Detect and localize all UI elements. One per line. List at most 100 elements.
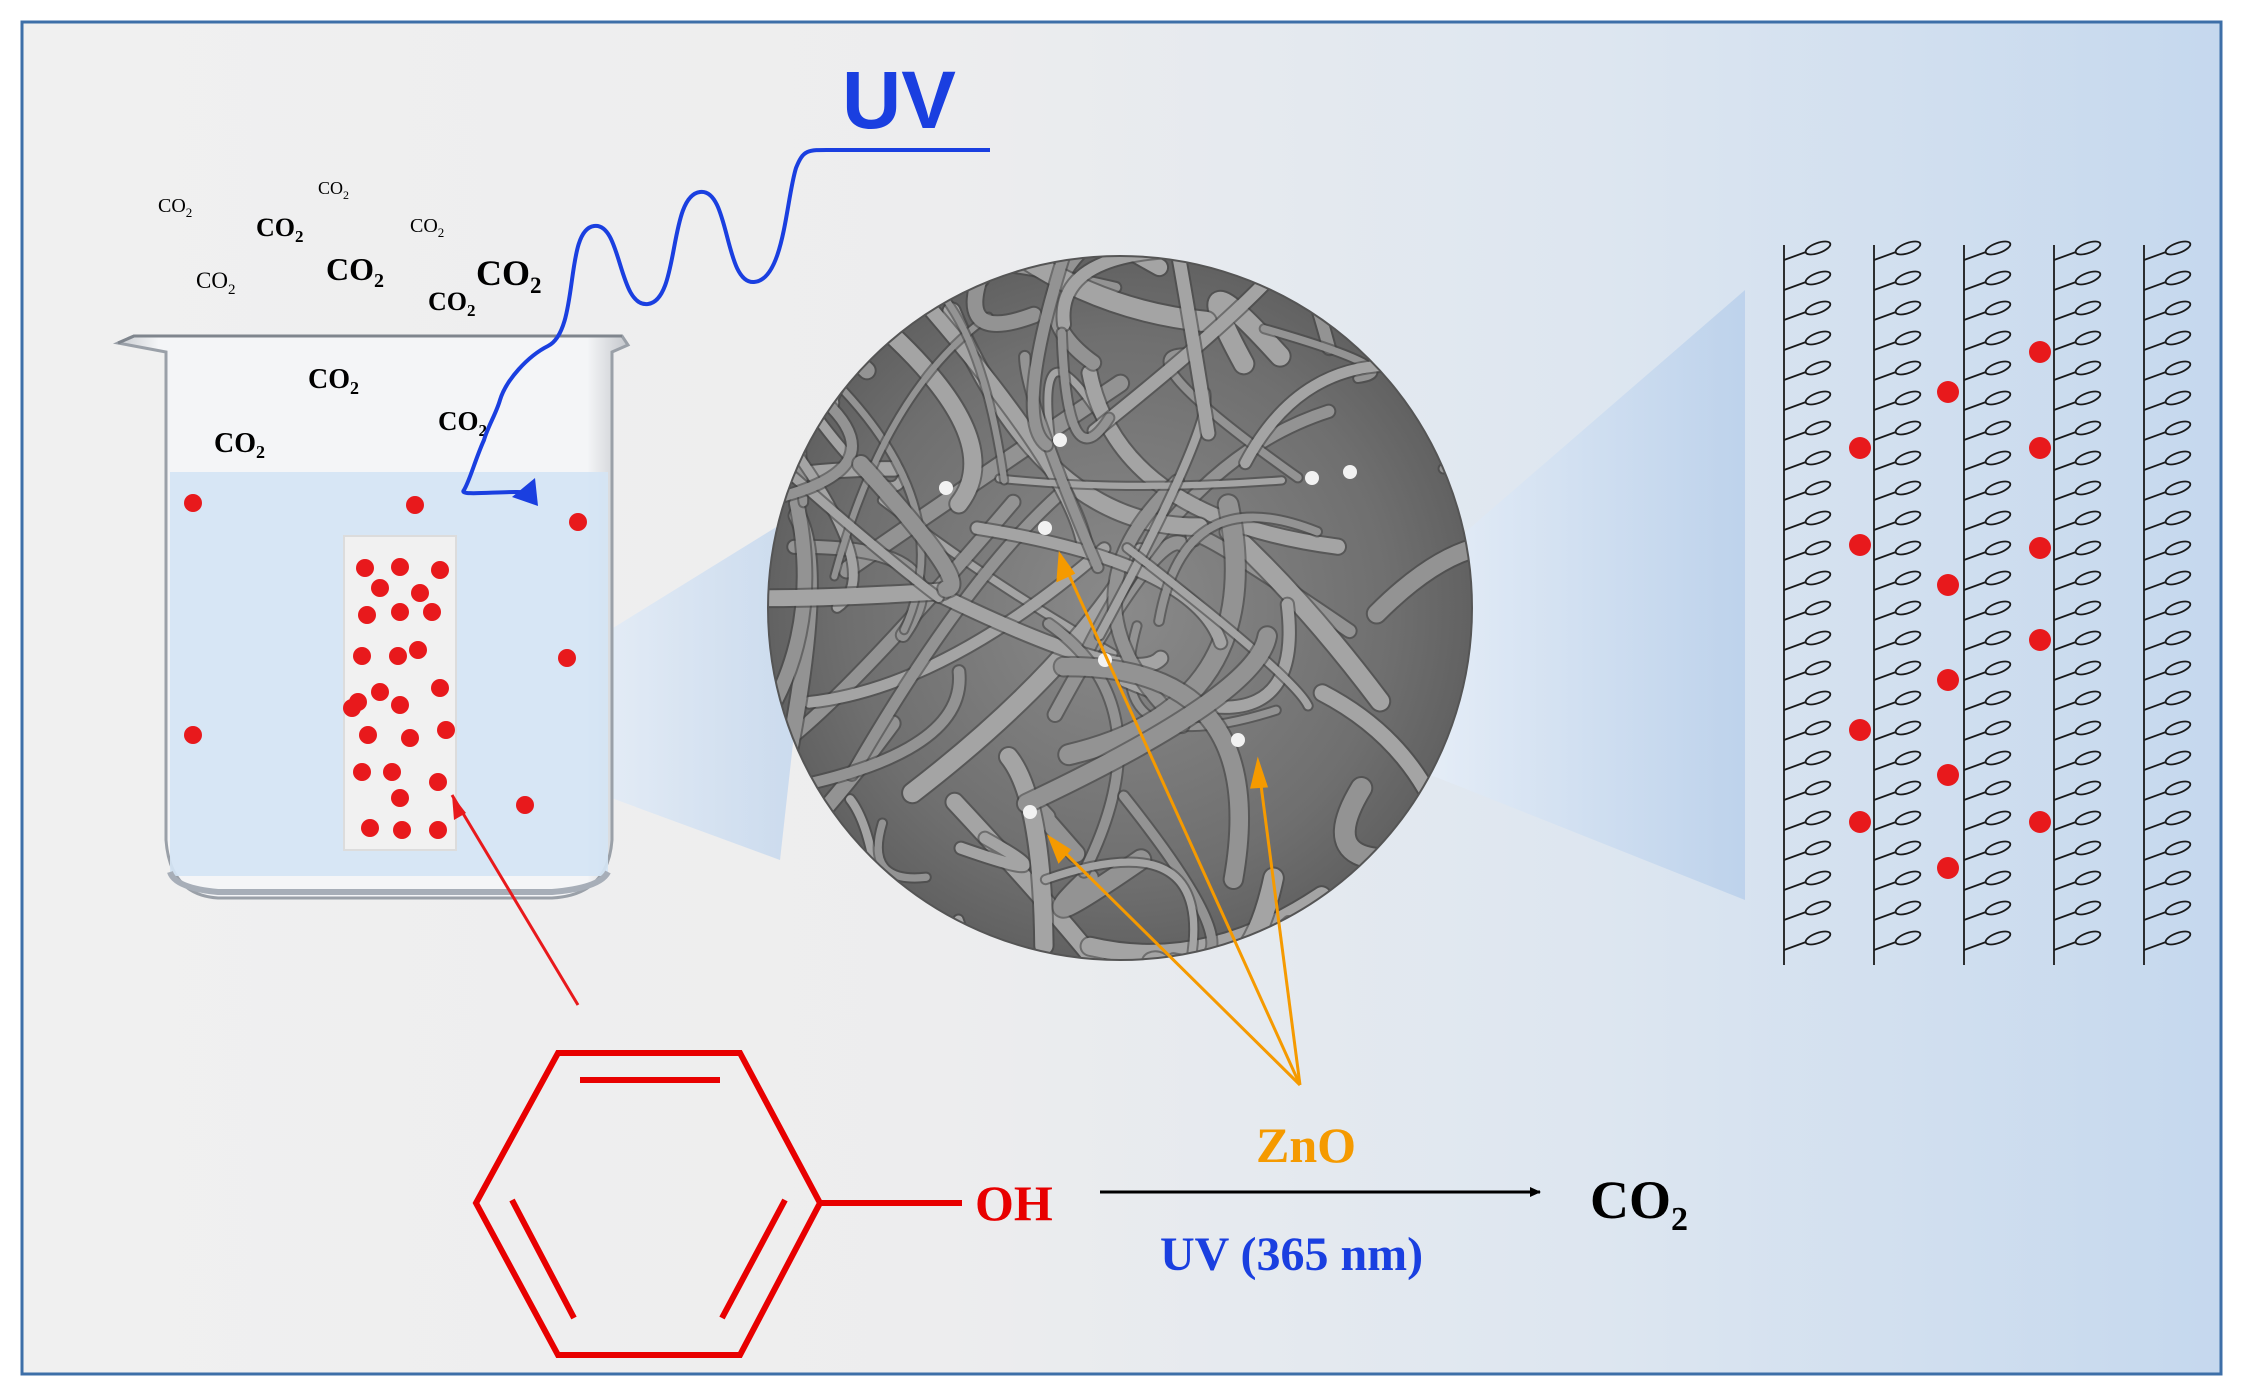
side-chain (2143, 941, 2167, 951)
side-group (1984, 270, 2012, 286)
side-chain (1783, 551, 1807, 561)
fiber (999, 748, 1053, 955)
side-group (1804, 300, 1832, 316)
side-chain (1783, 941, 1807, 951)
side-chain (1873, 581, 1897, 591)
side-group (1984, 780, 2012, 796)
side-chain (2053, 881, 2077, 891)
embedded-particle (2029, 629, 2051, 651)
co2-label: CO2 (158, 195, 192, 220)
side-chain (1873, 851, 1897, 861)
side-group (1984, 570, 2012, 586)
side-chain (1963, 311, 1987, 321)
side-chain (1963, 821, 1987, 831)
side-group (1894, 840, 1922, 856)
fiber (967, 256, 1053, 331)
particle (391, 789, 409, 807)
side-chain (2053, 581, 2077, 591)
zno-nanoparticle (1305, 471, 1319, 485)
uv-wave-icon (461, 147, 839, 496)
side-group (2164, 300, 2192, 316)
side-group (2074, 570, 2102, 586)
side-group (1894, 630, 1922, 646)
particle (516, 796, 534, 814)
side-group (1984, 930, 2012, 946)
side-group (2164, 390, 2192, 406)
fiber (996, 475, 1286, 490)
embedded-particle (1937, 669, 1959, 691)
particle (409, 641, 427, 659)
side-chain (1963, 611, 1987, 621)
co2-label: CO2 (318, 178, 349, 202)
side-chain (1873, 701, 1897, 711)
side-chain (1783, 671, 1807, 681)
side-group (1894, 270, 1922, 286)
uv-arrowhead (512, 478, 538, 506)
embedded-particle (2029, 437, 2051, 459)
side-chain (1963, 701, 1987, 711)
particle (391, 696, 409, 714)
embedded-particle (1937, 857, 1959, 879)
side-group (1984, 480, 2012, 496)
co2-label: CO2 (196, 268, 235, 298)
side-group (1804, 930, 1832, 946)
side-chain (1963, 941, 1987, 951)
side-group (1894, 570, 1922, 586)
side-group (1804, 240, 1832, 256)
particle (558, 649, 576, 667)
side-chain (1873, 551, 1897, 561)
side-group (1894, 390, 1922, 406)
side-group (2074, 690, 2102, 706)
polymer-red-dots (1849, 341, 2051, 879)
side-chain (1783, 611, 1807, 621)
side-group (2074, 600, 2102, 616)
side-chain (2143, 671, 2167, 681)
side-group (1894, 810, 1922, 826)
side-chain (1783, 251, 1807, 261)
side-group (1984, 300, 2012, 316)
side-chain (1873, 941, 1897, 951)
embedded-particle (1849, 811, 1871, 833)
particle (437, 721, 455, 739)
particle (431, 561, 449, 579)
side-group (1804, 780, 1832, 796)
side-group (2164, 930, 2192, 946)
side-chain (1783, 341, 1807, 351)
embedded-particle (1937, 574, 1959, 596)
side-chain (1783, 761, 1807, 771)
zno-nanoparticle (1053, 433, 1067, 447)
side-group (1894, 870, 1922, 886)
side-chain (1963, 281, 1987, 291)
side-group (2164, 900, 2192, 916)
side-chain (2053, 521, 2077, 531)
side-chain (1873, 731, 1897, 741)
side-chain (1783, 821, 1807, 831)
side-chain (2053, 281, 2077, 291)
side-chain (1873, 431, 1897, 441)
side-group (2074, 720, 2102, 736)
side-chain (2143, 461, 2167, 471)
side-chain (1873, 791, 1897, 801)
side-chain (1873, 341, 1897, 351)
particle (184, 726, 202, 744)
fiber (1367, 535, 1472, 623)
phenol-particles (184, 494, 587, 839)
side-chain (1963, 461, 1987, 471)
side-group (2074, 900, 2102, 916)
co2-cloud: CO2 CO2 CO2 CO2 CO2 CO2 CO2 CO2 CO2 CO2 … (158, 178, 542, 462)
side-chain (1963, 371, 1987, 381)
fiber (1054, 657, 1249, 889)
fiber (1057, 256, 1248, 331)
side-group (1894, 510, 1922, 526)
side-group (2074, 300, 2102, 316)
side-chain (2143, 881, 2167, 891)
particle (356, 559, 374, 577)
side-chain (2143, 731, 2167, 741)
embedded-particle (2029, 341, 2051, 363)
side-chain (1783, 791, 1807, 801)
condition-label: UV (365 nm) (1160, 1228, 1423, 1281)
side-group (2074, 540, 2102, 556)
side-chain (2143, 491, 2167, 501)
fiber (1208, 292, 1290, 374)
side-chain (1873, 821, 1897, 831)
